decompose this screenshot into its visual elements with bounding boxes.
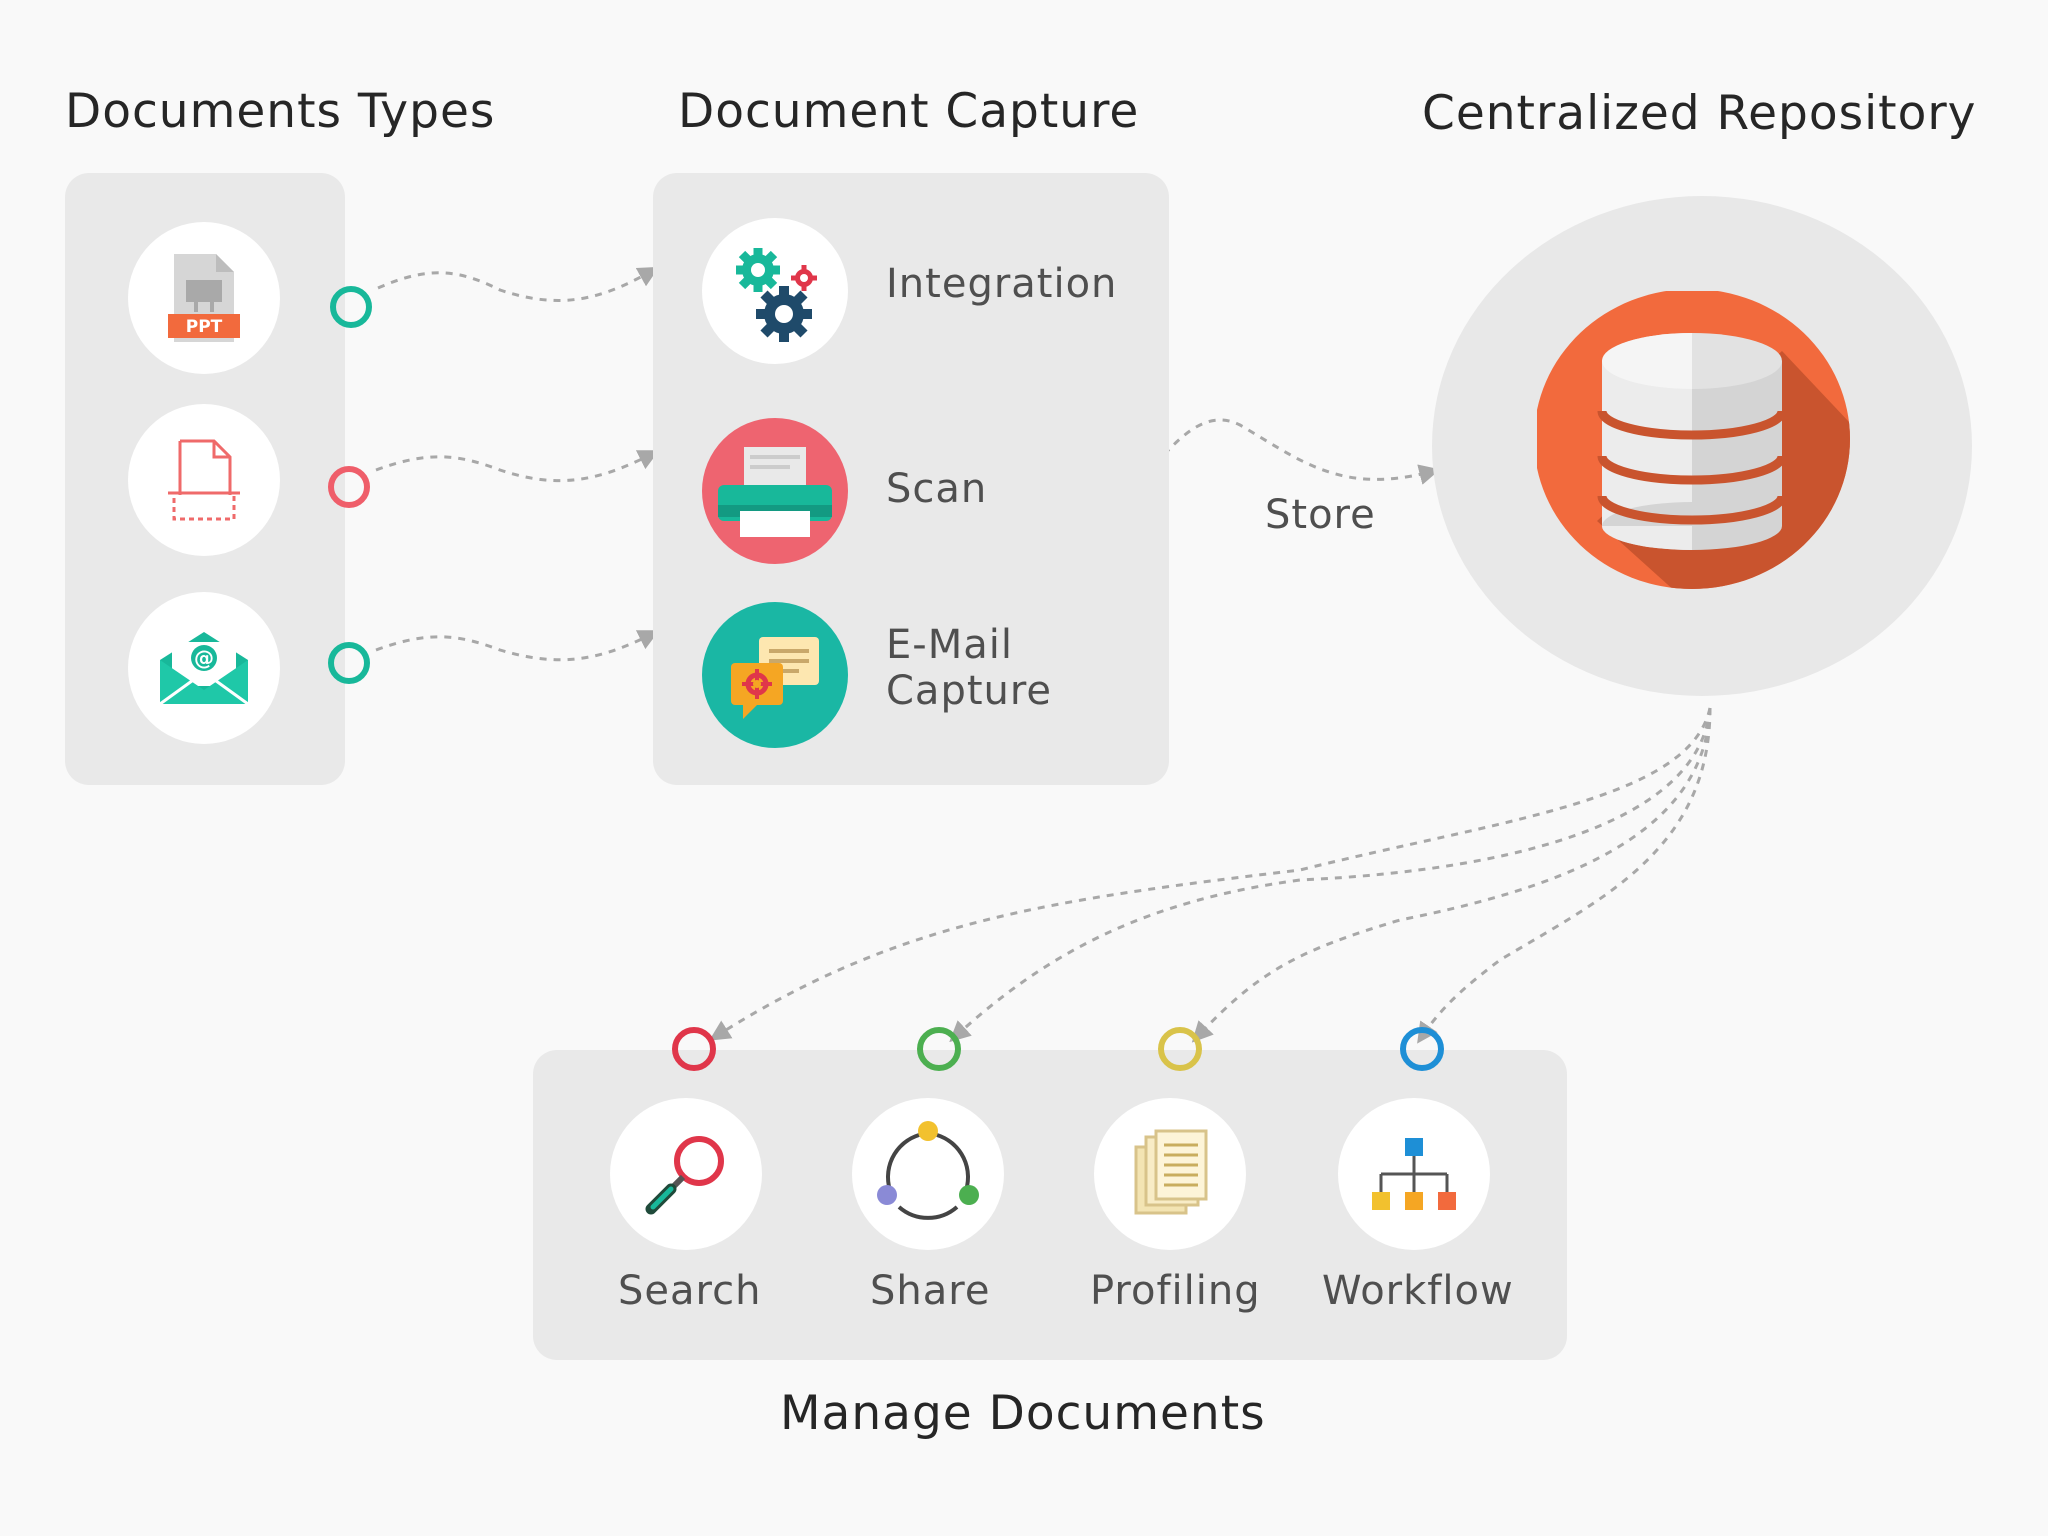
integration-circle[interactable] [702, 218, 848, 364]
ppt-file-icon: PPT [168, 254, 240, 342]
email-at-symbol: @ [194, 646, 214, 670]
manage-documents-heading: Manage Documents [780, 1386, 1266, 1441]
printer-scanner-icon [718, 447, 832, 537]
search-circle[interactable] [610, 1098, 762, 1250]
search-label: Search [618, 1268, 762, 1314]
scanned-document-circle[interactable] [128, 404, 280, 556]
repository-circle[interactable] [1432, 196, 1972, 696]
connector-ring-search [672, 1027, 716, 1071]
email-envelope-icon: @ [159, 632, 249, 706]
workflow-label: Workflow [1322, 1268, 1514, 1314]
connector-doc-to-capture [375, 450, 660, 483]
centralized-repository-heading: Centralized Repository [1422, 86, 1977, 141]
connector-ring-email [328, 642, 370, 684]
document-types-heading: Documents Types [65, 84, 496, 139]
email-envelope-circle[interactable]: @ [128, 592, 280, 744]
connector-email-to-capture [375, 630, 660, 662]
workflow-circle[interactable] [1338, 1098, 1490, 1250]
database-icon [1537, 291, 1850, 589]
connector-repository-to-profiling [1191, 707, 1712, 1043]
scan-label: Scan [886, 466, 988, 512]
connector-capture-to-repository [1153, 418, 1441, 485]
connector-ring-ppt [330, 286, 372, 328]
share-circle[interactable] [852, 1098, 1004, 1250]
store-label: Store [1265, 492, 1376, 538]
search-icon [645, 1136, 724, 1215]
ppt-badge-text: PPT [186, 317, 223, 337]
document-capture-heading: Document Capture [678, 84, 1140, 139]
connector-repository-to-workflow [1417, 707, 1712, 1044]
share-icon [877, 1121, 979, 1220]
connector-repository-to-share [949, 707, 1712, 1043]
connector-ring-profiling [1158, 1027, 1202, 1071]
connector-ppt-to-capture [377, 266, 660, 302]
integration-label: Integration [886, 261, 1118, 307]
profiling-icon [1134, 1129, 1208, 1215]
connector-ring-workflow [1400, 1027, 1444, 1071]
ppt-file-circle[interactable]: PPT [128, 222, 280, 374]
profiling-circle[interactable] [1094, 1098, 1246, 1250]
connector-repository-to-search [709, 707, 1712, 1041]
connector-ring-scanned-document [328, 466, 370, 508]
email-capture-icon [731, 637, 819, 719]
gears-icon [736, 248, 817, 342]
share-label: Share [870, 1268, 991, 1314]
email-capture-label-line1: E-Mail [886, 622, 1013, 668]
profiling-label: Profiling [1090, 1268, 1261, 1314]
scan-circle[interactable] [702, 418, 848, 564]
connector-ring-share [917, 1027, 961, 1071]
scanned-document-icon [168, 439, 240, 521]
email-capture-label-line2: Capture [886, 668, 1053, 714]
email-capture-circle[interactable] [702, 602, 848, 748]
workflow-icon [1372, 1138, 1456, 1210]
